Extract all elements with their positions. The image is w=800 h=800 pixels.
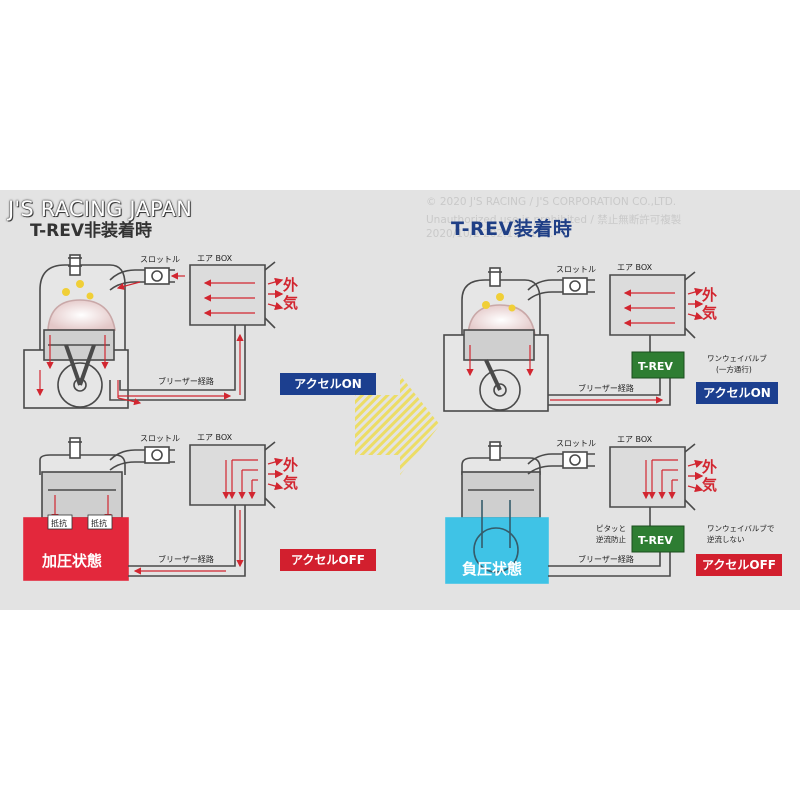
- sparks-right-on: [482, 293, 516, 312]
- outside-arrows-left-on: [267, 277, 284, 311]
- label-throttle-4: スロットル: [556, 439, 596, 448]
- label-outside-1: 外: [282, 276, 298, 294]
- label-oneway-on-1: ワンウェイバルブ: [707, 353, 767, 363]
- label-resist-2: 抵抗: [91, 518, 107, 528]
- label-outside-7: 外: [701, 458, 717, 476]
- badge-accel-off-left: アクセルOFF: [280, 549, 376, 571]
- label-negative: 負圧状態: [462, 560, 522, 578]
- label-breather: ブリーザー経路: [158, 376, 214, 386]
- watermark-brand: J'S RACING JAPAN: [8, 197, 193, 221]
- label-outside-5: 外: [701, 286, 717, 304]
- label-resist-1: 抵抗: [51, 518, 67, 528]
- label-oneway-off-2: 逆流しない: [707, 534, 745, 544]
- label-airbox-3: エア BOX: [617, 263, 653, 272]
- label-throttle-3: スロットル: [556, 265, 596, 274]
- label-trev-off: T-REV: [638, 534, 673, 547]
- transition-arrow-icon: [355, 375, 440, 475]
- label-pressurized: 加圧状態: [41, 552, 102, 570]
- trev-valve-off: [631, 525, 685, 553]
- label-throttle: スロットル: [140, 255, 180, 264]
- label-throttle-2: スロットル: [140, 434, 180, 443]
- label-outside-2: 気: [283, 294, 298, 312]
- label-airbox-2: エア BOX: [197, 433, 233, 442]
- label-outside-4: 気: [283, 474, 298, 492]
- label-stop-1: ピタッと: [596, 524, 626, 533]
- badge-accel-on-right: アクセルON: [696, 382, 778, 404]
- label-breather-4: ブリーザー経路: [578, 554, 634, 564]
- diagram-left-on: [23, 254, 276, 409]
- outside-arrows-right-off: [687, 459, 704, 493]
- label-outside-3: 外: [282, 456, 298, 474]
- flow-arrows-right-on: [466, 289, 675, 404]
- title-with-trev: T-REV装着時: [451, 218, 573, 240]
- flow-arrows-right-off: [642, 459, 678, 500]
- sparks-left-on: [62, 280, 94, 300]
- label-airbox-4: エア BOX: [617, 435, 653, 444]
- badge-accel-off-right: アクセルOFF: [696, 554, 782, 576]
- label-outside-8: 気: [702, 476, 717, 494]
- label-stop-2: 逆流防止: [596, 534, 626, 544]
- label-airbox: エア BOX: [197, 254, 233, 263]
- outside-arrows-left-off: [267, 457, 284, 491]
- watermark-code: 2020/10/2 202.194.135.: [426, 228, 554, 240]
- label-oneway-off-1: ワンウェイバルブで: [707, 523, 774, 533]
- label-outside-6: 気: [702, 304, 717, 322]
- flow-arrows-left-off: [51, 459, 258, 575]
- label-oneway-on-2: (一方通行): [716, 364, 752, 374]
- flow-arrows-left-on: [36, 272, 255, 406]
- watermark-copyright: © 2020 J'S RACING / J'S CORPORATION CO.,…: [426, 196, 677, 208]
- watermark-unauthorized: Unauthorized use is prohibited / 禁止無断許可複…: [426, 214, 682, 226]
- diagram-right-on: [443, 267, 696, 412]
- diagram-right-off: [445, 441, 696, 584]
- label-breather-2: ブリーザー経路: [158, 554, 214, 564]
- badge-accel-on-left: アクセルON: [280, 373, 376, 395]
- trev-valve-on: [631, 351, 685, 379]
- label-trev-on: T-REV: [638, 360, 673, 373]
- title-without-trev: T-REV非装着時: [30, 221, 153, 241]
- outside-arrows-right-on: [687, 287, 704, 321]
- resist-boxes: [47, 514, 113, 530]
- label-breather-3: ブリーザー経路: [578, 383, 634, 393]
